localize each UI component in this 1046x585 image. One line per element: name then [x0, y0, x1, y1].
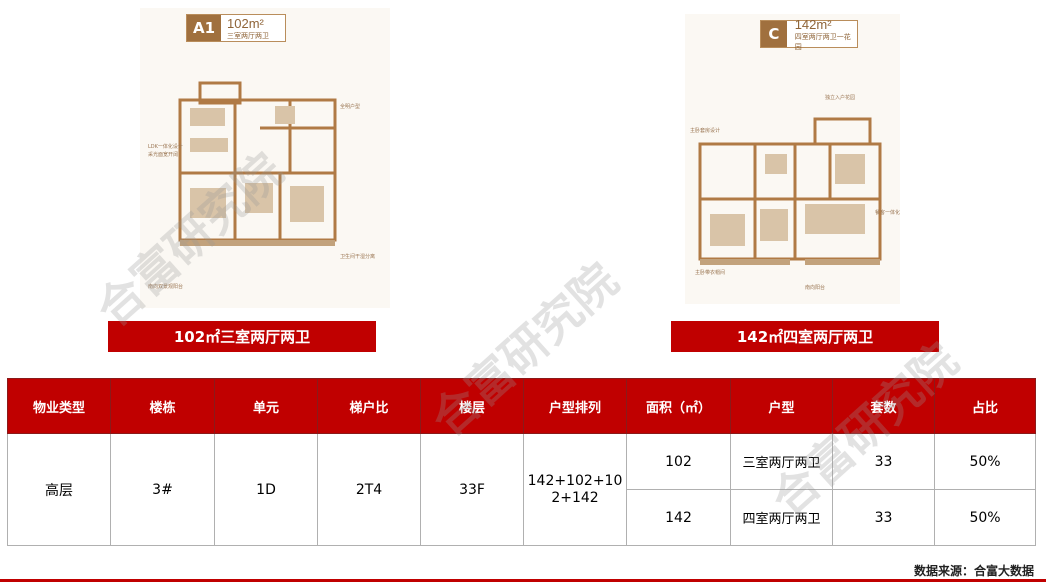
col-header-building: 楼栋: [110, 378, 215, 434]
cell-share: 50%: [934, 489, 1036, 546]
bottom-rule: [0, 579, 1046, 582]
table-row: 142 四室两厅两卫 33 50%: [8, 489, 1036, 546]
svg-text:独立入户花园: 独立入户花园: [825, 94, 855, 101]
cell-area: 142: [626, 489, 731, 546]
cell-floors: 33F: [420, 433, 524, 546]
col-header-area: 面积（㎡）: [626, 378, 731, 434]
cell-unit: 1D: [214, 433, 318, 546]
col-header-property-type: 物业类型: [7, 378, 111, 434]
plan-a-type: 三室两厅两卫: [227, 31, 269, 40]
plan-c-letter: C: [761, 21, 787, 47]
col-header-share: 占比: [934, 378, 1036, 434]
col-header-arrangement: 户型排列: [523, 378, 627, 434]
cell-ratio: 2T4: [317, 433, 421, 546]
floor-plan-c-drawing: 主卧套房设计 独立入户花园 餐客一体化 主卧带衣帽间 南向阳台: [690, 94, 900, 291]
cell-share: 50%: [934, 433, 1036, 490]
svg-text:卫生间干湿分离: 卫生间干湿分离: [340, 253, 375, 260]
col-header-count: 套数: [832, 378, 935, 434]
cell-layout: 四室两厅两卫: [730, 489, 833, 546]
spec-table: 物业类型 楼栋 单元 梯户比 楼层 户型排列 面积（㎡） 户型 套数 占比 高层…: [7, 378, 1036, 546]
col-header-unit: 单元: [214, 378, 318, 434]
plan-c-badge: C 142m² 四室两厅两卫一花园: [760, 16, 858, 51]
table-row: 高层 3# 1D 2T4 33F 142+102+102+142 102 三室两…: [7, 433, 1036, 546]
plan-a-caption: 102㎡三室两厅两卫: [108, 321, 376, 352]
plan-c-area: 142m²: [794, 16, 832, 32]
table-header-row: 物业类型 楼栋 单元 梯户比 楼层 户型排列 面积（㎡） 户型 套数 占比: [7, 378, 1036, 434]
floor-plan-a-drawing: LDK一体化设计 采光面宽开阔 全明户型 卫生间干湿分离 南向双景观阳台: [148, 81, 375, 290]
cell-layout: 三室两厅两卫: [730, 433, 833, 490]
cell-building: 3#: [110, 433, 215, 546]
plan-a-letter: A1: [187, 15, 221, 41]
svg-text:主卧套房设计: 主卧套房设计: [690, 127, 720, 134]
svg-text:LDK一体化设计: LDK一体化设计: [148, 143, 183, 150]
plan-c-caption: 142㎡四室两厅两卫: [671, 321, 939, 352]
svg-text:南向阳台: 南向阳台: [805, 284, 825, 291]
floor-plan-c: 主卧套房设计 独立入户花园 餐客一体化 主卧带衣帽间 南向阳台: [685, 14, 900, 304]
col-header-ratio: 梯户比: [317, 378, 421, 434]
svg-text:餐客一体化: 餐客一体化: [875, 209, 900, 216]
data-source-note: 数据来源：合富大数据: [913, 564, 1034, 578]
svg-text:采光面宽开阔: 采光面宽开阔: [148, 151, 178, 158]
svg-text:南向双景观阳台: 南向双景观阳台: [148, 283, 183, 290]
cell-property-type: 高层: [7, 433, 111, 546]
cell-count: 33: [832, 433, 935, 490]
cell-area: 102: [626, 433, 731, 490]
col-header-floors: 楼层: [420, 378, 524, 434]
cell-count: 33: [832, 489, 935, 546]
svg-text:全明户型: 全明户型: [340, 103, 360, 110]
col-header-layout: 户型: [730, 378, 833, 434]
floor-plan-a: LDK一体化设计 采光面宽开阔 全明户型 卫生间干湿分离 南向双景观阳台: [140, 8, 390, 308]
cell-arrangement: 142+102+102+142: [523, 433, 627, 546]
svg-text:主卧带衣帽间: 主卧带衣帽间: [695, 269, 725, 276]
plan-c-type: 四室两厅两卫一花园: [794, 32, 851, 51]
plan-a-badge: A1 102m² 三室两厅两卫: [186, 14, 286, 42]
plan-a-area: 102m²: [227, 15, 264, 31]
